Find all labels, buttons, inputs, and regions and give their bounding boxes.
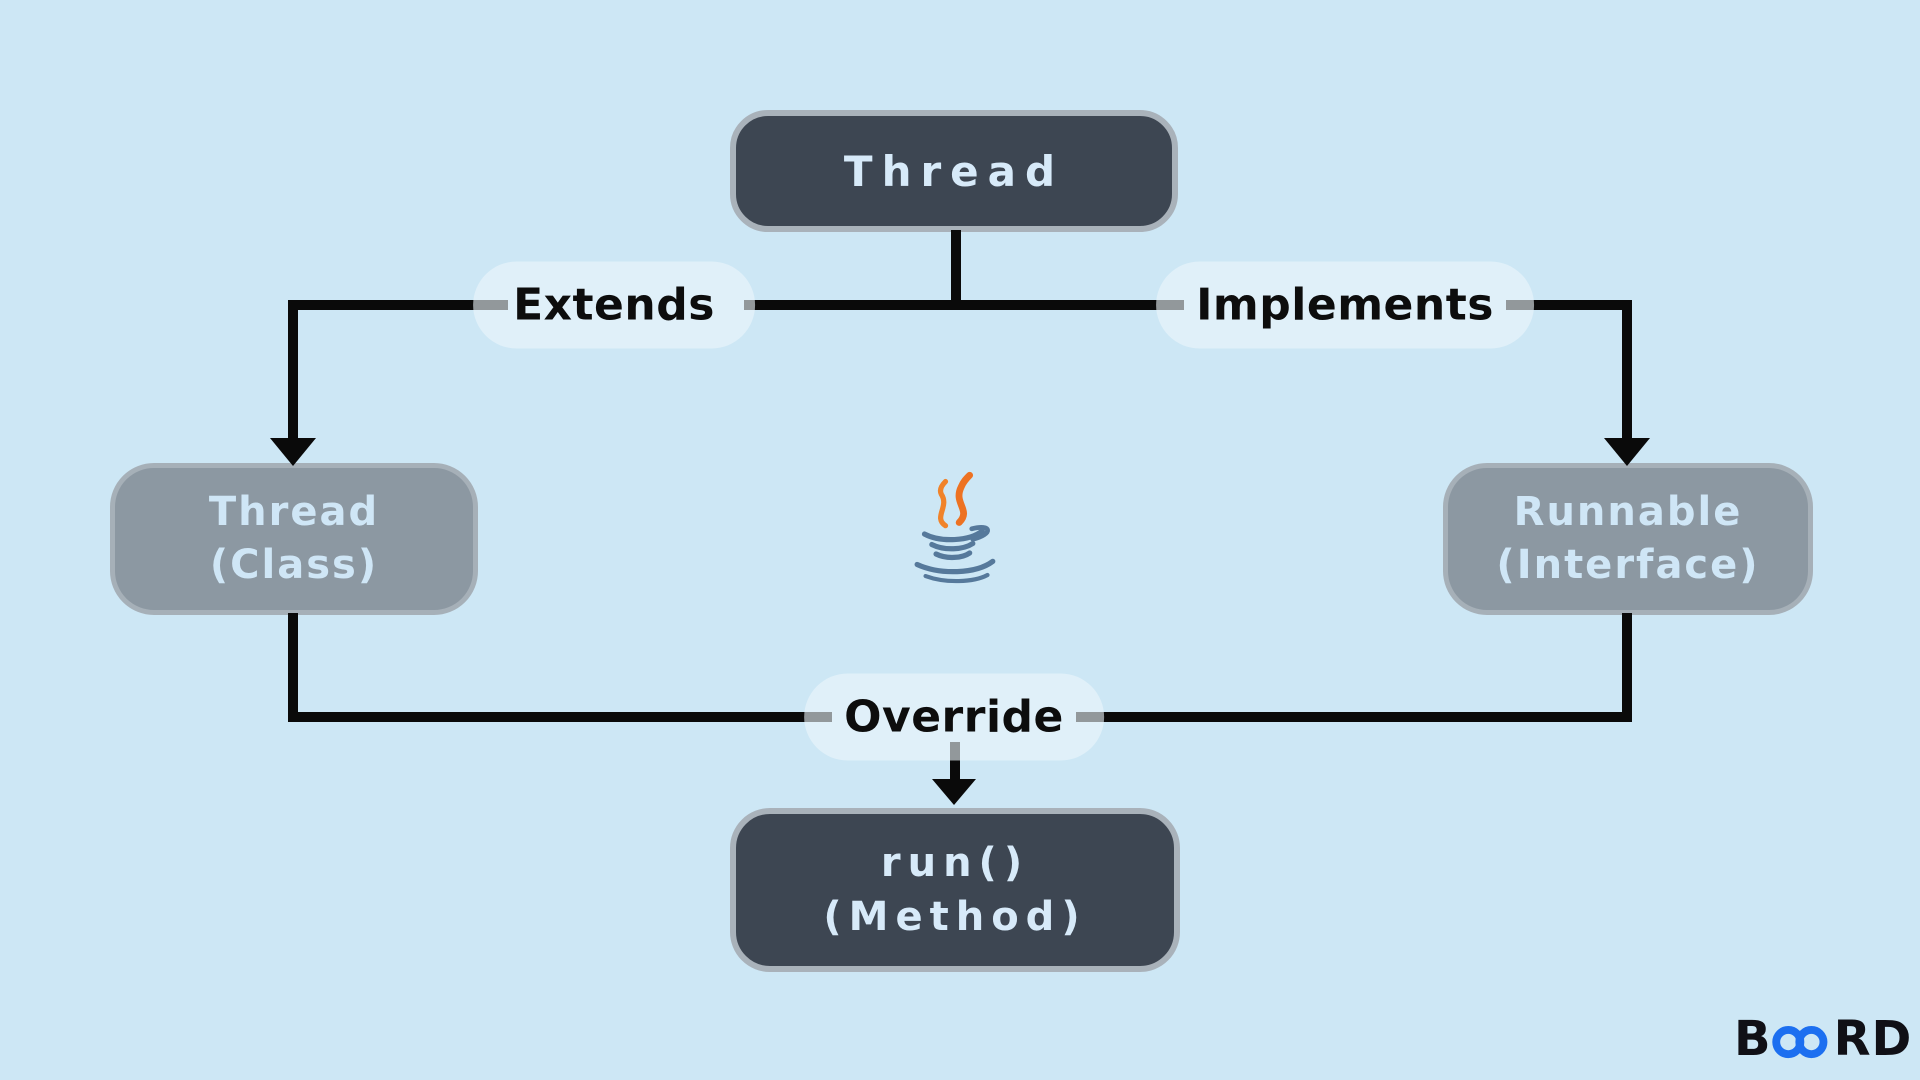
infinity-icon xyxy=(1771,1026,1828,1059)
connector-thread-down xyxy=(951,230,961,306)
node-thread-class-line1: Thread xyxy=(208,489,380,535)
arrowhead-down-right-icon xyxy=(1604,438,1650,466)
node-thread-class: Thread (Class) xyxy=(110,463,478,615)
node-runnable-line2: (Interface) xyxy=(1496,542,1760,588)
node-run-method: run() (Method) xyxy=(730,808,1180,972)
connector-main-right-segment xyxy=(1506,300,1632,310)
node-thread-label: Thread xyxy=(843,146,1065,196)
edge-label-implements: Implements xyxy=(1156,261,1534,349)
connector-interface-to-override xyxy=(1622,613,1632,722)
connector-class-to-override xyxy=(288,613,298,722)
node-thread-class-line2: (Class) xyxy=(209,542,379,588)
board-logo-suffix: RD xyxy=(1833,1011,1913,1067)
connector-extends-drop xyxy=(288,300,298,440)
connector-override-down xyxy=(950,742,960,782)
board-logo-prefix: B xyxy=(1734,1011,1772,1067)
edge-label-extends: Extends xyxy=(473,261,755,349)
node-run-line2: (Method) xyxy=(823,894,1087,940)
arrowhead-down-left-icon xyxy=(270,438,316,466)
java-logo-icon xyxy=(898,470,1014,600)
connector-override-left-segment xyxy=(288,712,832,722)
node-run-line1: run() xyxy=(880,840,1030,886)
connector-implements-drop xyxy=(1622,300,1632,440)
connector-override-right-segment xyxy=(1076,712,1632,722)
edge-label-override: Override xyxy=(804,673,1104,761)
node-runnable-interface: Runnable (Interface) xyxy=(1443,463,1813,615)
board-logo: B RD xyxy=(1734,1011,1913,1067)
node-runnable-line1: Runnable xyxy=(1513,489,1743,535)
arrowhead-down-override-icon xyxy=(932,779,976,805)
connector-main-left-segment xyxy=(288,300,508,310)
node-thread: Thread xyxy=(730,110,1178,232)
connector-main-middle-segment xyxy=(744,300,1184,310)
